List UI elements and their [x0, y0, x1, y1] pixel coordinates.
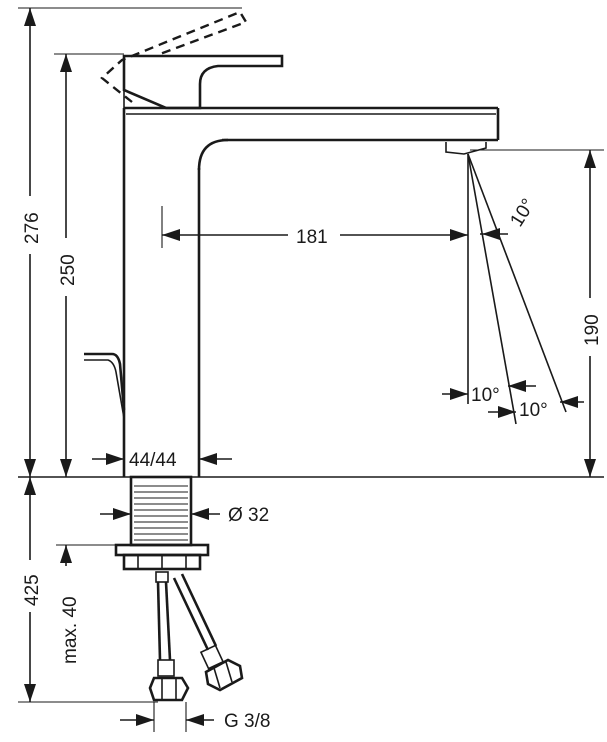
dim-shank-diameter	[100, 508, 220, 520]
dim-hose-length-label: 425	[22, 574, 43, 606]
dim-angle-lower-right-label: 10°	[519, 400, 548, 421]
dim-spout-clearance-label: 190	[582, 314, 603, 346]
dim-hose-length	[18, 477, 158, 703]
handle-open-position	[100, 10, 248, 103]
dim-total-height-label: 276	[22, 212, 43, 244]
threaded-shank	[129, 475, 193, 547]
dim-angle-lower-right	[488, 396, 584, 418]
dim-shank-diameter-label: Ø 32	[228, 505, 269, 526]
dim-total-height	[18, 7, 242, 477]
dim-connection-thread	[120, 702, 214, 732]
dim-angle-lower-left-label: 10°	[471, 385, 500, 406]
dim-angle-upper-label: 10°	[506, 195, 539, 230]
dim-spout-reach-label: 181	[296, 227, 328, 248]
dim-spout-reach	[161, 206, 468, 248]
faucet-body	[122, 106, 500, 477]
supply-hoses	[148, 571, 244, 702]
dim-spout-clearance	[470, 149, 604, 477]
dim-body-height	[54, 53, 124, 477]
dim-max-deck-thickness	[56, 544, 116, 566]
dim-base-width-label: 44/44	[129, 450, 177, 471]
handle	[122, 54, 284, 110]
fixing-nut	[114, 543, 210, 571]
spray-lines	[467, 153, 567, 425]
dim-max-deck-thickness-label: max. 40	[60, 596, 81, 664]
dim-angle-lower-left	[442, 380, 536, 400]
pop-up-rod	[84, 352, 126, 411]
dim-base-width	[92, 453, 232, 465]
dim-connection-thread-label: G 3/8	[224, 711, 270, 732]
dim-body-height-label: 250	[58, 254, 79, 286]
dim-angle-upper	[480, 228, 508, 240]
